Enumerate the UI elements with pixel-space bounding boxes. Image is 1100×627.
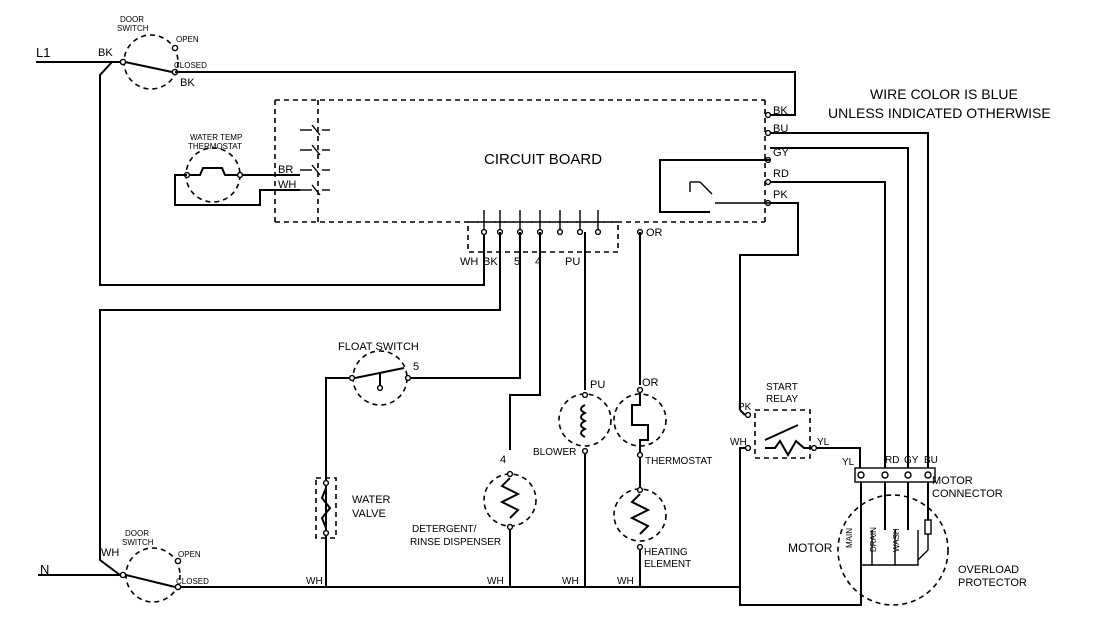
board-bottom-wh: WH bbox=[460, 256, 479, 268]
door-switch-top-wire-in: BK bbox=[98, 47, 113, 59]
motor-label: MOTOR bbox=[788, 541, 833, 555]
board-bottom-pu: PU bbox=[565, 256, 581, 268]
float-switch bbox=[325, 350, 412, 587]
thermostat bbox=[613, 386, 667, 490]
board-wire-or: OR bbox=[646, 227, 663, 239]
motor-connector-label-1: MOTOR bbox=[932, 475, 973, 487]
board-left-relays bbox=[300, 124, 330, 196]
motor-connector-yl: YL bbox=[842, 457, 855, 468]
door-switch-bottom-wire-in: WH bbox=[101, 547, 120, 559]
board-wire-wh: WH bbox=[278, 179, 297, 191]
thermostat-label: THERMOSTAT bbox=[645, 456, 713, 467]
water-valve bbox=[315, 477, 337, 539]
board-wire-br: BR bbox=[278, 164, 294, 176]
water-temp-label-1: WATER TEMP bbox=[190, 133, 243, 142]
door-switch-top-closed: CLOSED bbox=[174, 61, 207, 70]
blower-wire: PU bbox=[590, 379, 606, 391]
start-relay-label-1: START bbox=[766, 382, 798, 393]
blower-label: BLOWER bbox=[533, 447, 577, 458]
start-relay-wh: WH bbox=[730, 437, 747, 448]
start-relay-yl: YL bbox=[817, 437, 830, 448]
overload-protector-label-2: PROTECTOR bbox=[958, 577, 1027, 589]
neutral-wh-3: WH bbox=[562, 576, 579, 587]
board-right-relay bbox=[689, 181, 770, 204]
board-bottom-bk: BK bbox=[483, 256, 498, 268]
board-wire-gy: GY bbox=[773, 147, 789, 159]
heating-element-label-2: ELEMENT bbox=[644, 559, 692, 570]
neutral-wh-1: WH bbox=[306, 576, 323, 587]
motor-winding-drain: DRAIN bbox=[869, 527, 878, 552]
door-switch-bottom bbox=[119, 547, 182, 603]
start-relay bbox=[739, 409, 861, 587]
board-bottom-4: 4 bbox=[535, 256, 542, 268]
neutral-wh-4: WH bbox=[617, 576, 634, 587]
board-wire-bk: BK bbox=[773, 105, 788, 117]
detergent-label-2: RINSE DISPENSER bbox=[410, 537, 502, 548]
detergent-wire: 4 bbox=[500, 454, 507, 466]
wire-color-note-line-2: UNLESS INDICATED OTHERWISE bbox=[828, 105, 1051, 121]
detergent-dispenser bbox=[483, 470, 537, 587]
detergent-label-1: DETERGENT/ bbox=[412, 524, 477, 535]
motor-connector-label-2: CONNECTOR bbox=[932, 488, 1003, 500]
door-switch-bottom-open: OPEN bbox=[178, 550, 201, 559]
board-wire-rd: RD bbox=[773, 168, 789, 180]
heating-element-label-1: HEATING bbox=[644, 547, 688, 558]
board-wire-bu: BU bbox=[773, 123, 789, 135]
neutral-wh-2: WH bbox=[487, 576, 504, 587]
water-valve-label-1: WATER bbox=[352, 494, 391, 506]
door-switch-top-open: OPEN bbox=[176, 35, 199, 44]
n-label: N bbox=[40, 562, 50, 577]
door-switch-top-wire-out: BK bbox=[180, 77, 195, 89]
heating-element bbox=[613, 486, 667, 587]
overload-protector-label-1: OVERLOAD bbox=[958, 564, 1020, 576]
board-wire-pk: PK bbox=[773, 189, 788, 201]
water-valve-label-2: VALVE bbox=[352, 508, 386, 520]
motor-winding-wash: WASH bbox=[892, 528, 901, 552]
wire-color-note-line-1: WIRE COLOR IS BLUE bbox=[870, 86, 1018, 102]
thermostat-wire: OR bbox=[642, 377, 659, 389]
motor bbox=[837, 482, 949, 606]
water-temp-label-2: THERMOSTAT bbox=[188, 142, 242, 151]
blower bbox=[558, 391, 612, 587]
motor-connector-rd: RD bbox=[885, 455, 900, 466]
door-switch-bottom-name-1: DOOR bbox=[125, 529, 149, 538]
door-switch-top bbox=[119, 34, 186, 90]
motor-connector-bu: BU bbox=[924, 455, 938, 466]
door-switch-top-name-1: DOOR bbox=[120, 15, 144, 24]
motor-winding-main: MAIN bbox=[845, 528, 854, 548]
circuit-board-title: CIRCUIT BOARD bbox=[484, 151, 603, 168]
board-bottom-5: 5 bbox=[514, 256, 521, 268]
start-relay-label-2: RELAY bbox=[766, 394, 799, 405]
motor-connector bbox=[854, 467, 936, 483]
float-switch-wire: 5 bbox=[413, 361, 420, 373]
float-switch-label: FLOAT SWITCH bbox=[338, 341, 419, 353]
motor-connector-gy: GY bbox=[904, 455, 919, 466]
water-temp-thermostat bbox=[174, 147, 300, 206]
start-relay-pk: PK bbox=[738, 402, 752, 413]
door-switch-bottom-name-2: SWITCH bbox=[122, 538, 154, 547]
door-switch-top-name-2: SWITCH bbox=[117, 24, 149, 33]
door-switch-bottom-closed: CLOSED bbox=[176, 577, 209, 586]
l1-label: L1 bbox=[36, 45, 51, 60]
board-bottom-terminals bbox=[480, 210, 644, 236]
